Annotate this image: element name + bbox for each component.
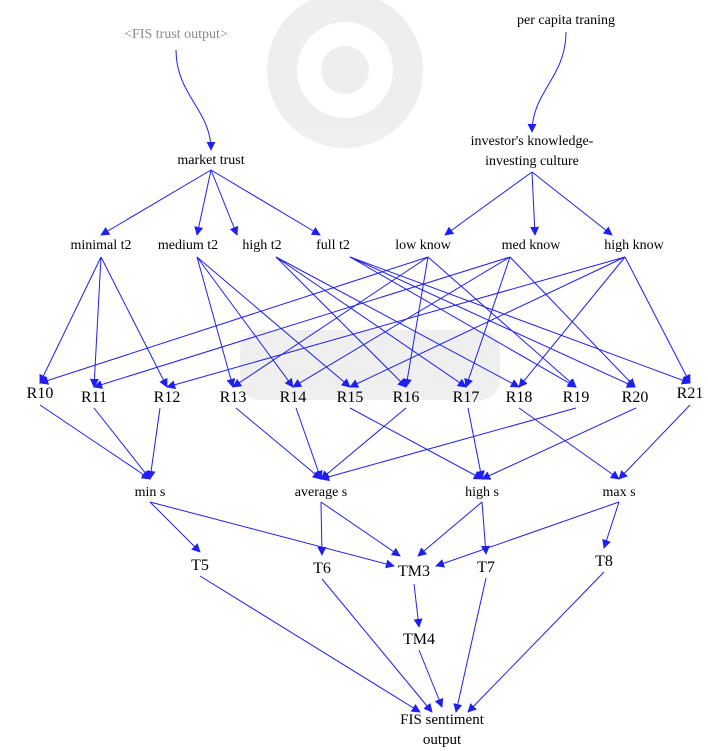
edge-high_s-to-T7: [480, 501, 490, 555]
node-rule-r16: R16: [393, 389, 420, 406]
edge-T5-to-out: [199, 575, 421, 713]
node-rule-r20: R20: [622, 389, 649, 406]
node-rule-r17: R17: [453, 389, 480, 406]
node-average-s: average s: [295, 485, 347, 500]
edge-T8-to-out: [467, 571, 605, 713]
edge-T7-to-out: [453, 577, 487, 713]
node-t5: T5: [191, 557, 209, 574]
node-rule-r19: R19: [563, 389, 590, 406]
edge-minimal_t2-to-R11: [89, 256, 102, 388]
edge-low_know-to-R13: [232, 256, 429, 388]
node-rule-r10: R10: [27, 385, 54, 402]
edge-R16-to-average_s: [320, 407, 407, 480]
edge-high_t2-to-R16: [275, 256, 407, 388]
edge-high_know-to-R21: [624, 256, 691, 384]
edge-high_know-to-R15: [349, 256, 626, 388]
node-max-s: max s: [602, 485, 635, 500]
label-layer: <FIS trust output> per capita traning ma…: [27, 13, 704, 748]
node-full-t2: full t2: [316, 238, 350, 253]
edge-average_s-to-T6: [317, 501, 327, 556]
node-fis-sentiment-line1: FIS sentiment: [400, 712, 485, 728]
node-high-know: high know: [604, 238, 664, 253]
node-rule-r21: R21: [677, 385, 704, 402]
edge-R13-to-average_s: [235, 407, 322, 480]
edge-fis_trust-to-market_trust: [175, 49, 216, 151]
node-rule-r14: R14: [280, 389, 307, 406]
edge-R11-to-min_s: [93, 407, 151, 480]
edge-market_trust-to-high_t2: [210, 169, 239, 236]
edge-TM4-to-out: [418, 649, 444, 708]
node-min-s: min s: [135, 485, 166, 500]
node-medium-t2: medium t2: [158, 238, 218, 253]
edge-R17-to-high_s: [467, 407, 485, 480]
edge-min_s-to-TM3: [149, 501, 395, 569]
watermark-emblem: [240, 0, 500, 400]
edge-high_t2-to-R17: [275, 256, 467, 388]
node-investor-line2: investing culture: [485, 154, 579, 169]
edge-minimal_t2-to-R12: [100, 256, 168, 388]
edge-min_s-to-T5: [149, 501, 201, 553]
edge-med_know-to-R14: [292, 256, 511, 388]
edge-full_t2-to-R21: [349, 256, 691, 385]
edge-investor-to-med_know: [530, 171, 540, 236]
edge-full_t2-to-R19: [349, 256, 577, 388]
edge-investor-to-low_know: [444, 171, 533, 236]
edge-per_capita-to-investor: [527, 31, 567, 133]
edge-R21-to-max_s: [618, 404, 691, 480]
edge-R15-to-high_s: [349, 407, 483, 480]
edge-TM3-to-TM4: [413, 583, 423, 628]
edge-low_know-to-R19: [427, 256, 577, 388]
node-rule-r13: R13: [220, 389, 247, 406]
edge-layer: [39, 31, 691, 713]
node-rule-r18: R18: [506, 389, 533, 406]
edge-high_know-to-R18: [518, 256, 626, 388]
edge-R10-to-min_s: [39, 404, 151, 480]
edge-max_s-to-TM3: [435, 501, 620, 568]
node-t7: T7: [477, 559, 495, 576]
edge-R14-to-average_s: [295, 407, 323, 480]
edge-high_know-to-R12: [166, 256, 626, 390]
node-investor-line1: investor's knowledge-: [471, 134, 594, 149]
node-per-capita-training: per capita traning: [517, 13, 615, 28]
edge-market_trust-to-minimal_t2: [100, 169, 212, 236]
edge-medium_t2-to-R15: [196, 256, 351, 388]
edge-full_t2-to-R20: [349, 256, 636, 388]
edge-R20-to-high_s: [481, 407, 637, 480]
node-tm4: TM4: [403, 631, 435, 648]
edge-medium_t2-to-R13: [196, 256, 236, 388]
node-rule-r11: R11: [81, 389, 107, 406]
edge-minimal_t2-to-R10: [39, 256, 102, 384]
node-tm3: TM3: [398, 563, 430, 580]
node-med-know: med know: [502, 238, 562, 253]
node-low-know: low know: [395, 238, 452, 253]
node-t6: T6: [313, 560, 331, 577]
edge-low_know-to-R16: [402, 256, 429, 388]
edge-med_know-to-R11: [93, 256, 511, 389]
edge-R18-to-max_s: [518, 407, 620, 480]
edge-high_s-to-TM3: [417, 501, 483, 557]
edge-market_trust-to-medium_t2: [194, 169, 212, 236]
node-high-s: high s: [465, 485, 499, 500]
node-fis-sentiment-line2: output: [423, 732, 462, 748]
node-high-t2: high t2: [242, 238, 281, 253]
edge-R12-to-min_s: [146, 407, 161, 480]
node-rule-r12: R12: [154, 389, 181, 406]
edge-low_know-to-R10: [39, 256, 429, 385]
edge-R19-to-average_s: [320, 407, 577, 482]
edge-medium_t2-to-R14: [196, 256, 294, 388]
node-fis-trust-output: <FIS trust output>: [124, 27, 228, 42]
edge-max_s-to-T8: [602, 501, 620, 549]
edge-market_trust-to-full_t2: [210, 169, 321, 236]
node-rule-r15: R15: [337, 389, 364, 406]
edge-T6-to-out: [321, 578, 433, 713]
edge-investor-to-high_know: [531, 171, 613, 236]
node-t8: T8: [595, 553, 613, 570]
node-minimal-t2: minimal t2: [70, 238, 131, 253]
node-market-trust: market trust: [177, 153, 244, 168]
edge-average_s-to-TM3: [320, 501, 401, 557]
